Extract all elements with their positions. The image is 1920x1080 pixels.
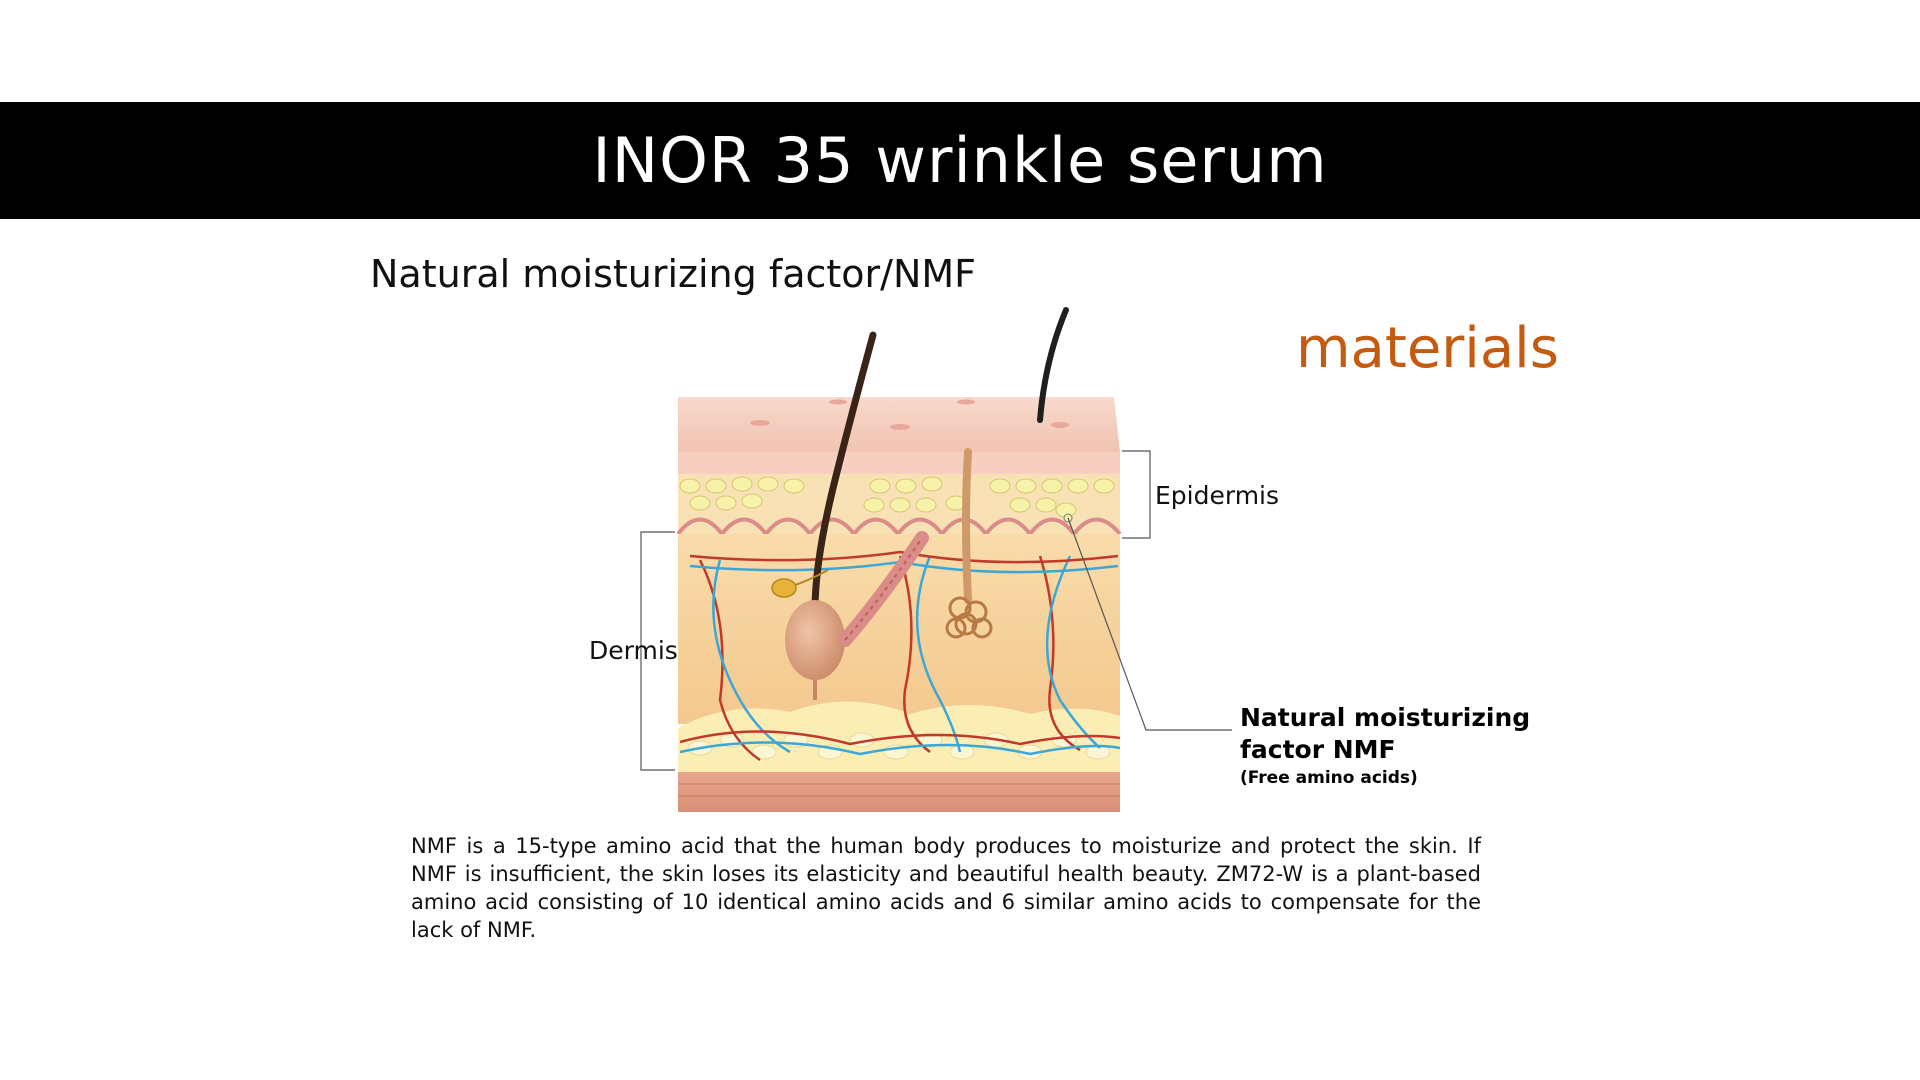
- dermis-label: Dermis: [589, 636, 678, 665]
- hair-shaft-right: [1037, 307, 1069, 423]
- section-label: materials: [1296, 316, 1559, 381]
- hair-bulb-left: [785, 600, 845, 680]
- skin-diagram: [640, 307, 1232, 812]
- title-bar: INOR 35 wrinkle serum: [0, 102, 1920, 219]
- slide-subtitle: Natural moisturizing factor/NMF: [370, 252, 977, 296]
- nmf-title-line1: Natural moisturizing: [1240, 703, 1531, 732]
- epidermis-cells: [679, 476, 1115, 518]
- slide-title: INOR 35 wrinkle serum: [592, 124, 1328, 197]
- sweat-gland: [945, 596, 993, 639]
- nmf-callout: Natural moisturizing factor NMF (Free am…: [1240, 702, 1530, 788]
- epidermis-label: Epidermis: [1155, 481, 1280, 510]
- epidermis-layer: [678, 452, 1120, 474]
- nmf-title-line2: factor NMF: [1240, 735, 1396, 764]
- nmf-subtitle: (Free amino acids): [1240, 768, 1418, 788]
- body-paragraph: NMF is a 15-type amino acid that the hum…: [411, 834, 1481, 942]
